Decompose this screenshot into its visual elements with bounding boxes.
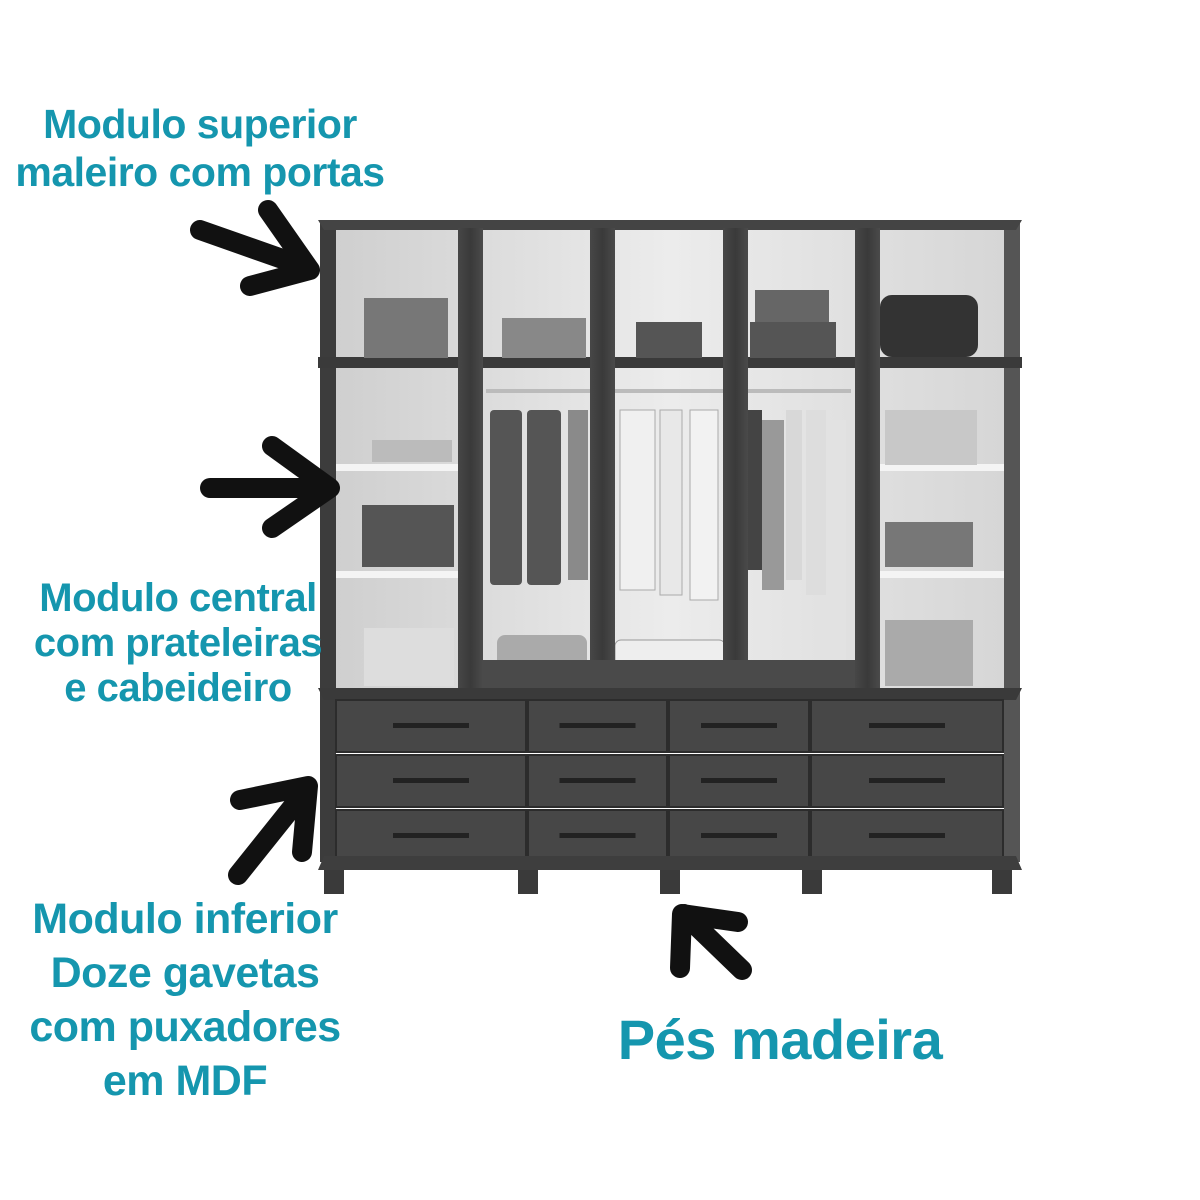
foot [518,870,538,894]
left-shelf-1 [336,464,458,471]
label-line: Modulo inferior [32,895,338,943]
drawer-handle [393,778,469,783]
hanging-clothes [490,409,846,660]
central-floor [483,660,855,688]
arrow-upper-icon [190,200,320,296]
label-line: com puxadores [29,1003,341,1051]
label-line: com prateleiras [33,621,323,665]
left-side-panel [320,222,336,862]
drawer-handle [869,833,945,838]
label-line: em MDF [102,1057,268,1105]
drawer-grid [335,699,1004,863]
drawer-handle [393,723,469,728]
drawer-handle [701,833,777,838]
drawer-handle [701,778,777,783]
drawer-handle [559,833,636,838]
label-line: Doze gavetas [50,949,320,997]
label-line: Modulo superior [43,101,357,147]
label-central-module: Modulo central com prateleiras e cabeide… [0,578,356,708]
top-board [318,220,1022,230]
drawer-handle [869,723,945,728]
drawer-handle [393,833,469,838]
label-upper-module: Modulo superior maleiro com portas [0,104,400,193]
right-side-panel [1004,222,1020,862]
drawer-handle [559,778,636,783]
foot [324,870,344,894]
arrow-lower-icon [228,776,318,885]
foot [802,870,822,894]
divider-pillar-3 [723,228,748,690]
folded-clothes [362,410,977,686]
drawer-handle [869,778,945,783]
label-line: maleiro com portas [15,149,385,195]
foot [660,870,680,894]
storage-boxes [364,290,978,358]
drawer-handle [559,723,636,728]
right-shelf-1 [880,464,1004,471]
label-lower-module: Modulo inferior Doze gavetas com puxador… [0,898,370,1103]
foot [992,870,1012,894]
left-shelf-2 [336,571,458,578]
label-line: e cabeideiro [64,666,292,710]
plinth [318,856,1022,870]
divider-pillar-4 [855,228,880,690]
label-feet: Pés madeira [580,1012,980,1068]
label-line: Modulo central [39,576,317,620]
arrow-central-icon [200,436,340,538]
drawer-handle [701,723,777,728]
middle-board [318,688,1022,700]
hanging-rod [486,389,851,393]
right-shelf-2 [880,571,1004,578]
divider-pillar-1 [458,228,483,690]
arrow-feet-icon [670,904,752,980]
upper-shelf [318,357,1022,368]
label-line: Pés madeira [617,1008,943,1071]
divider-pillar-2 [590,228,615,690]
